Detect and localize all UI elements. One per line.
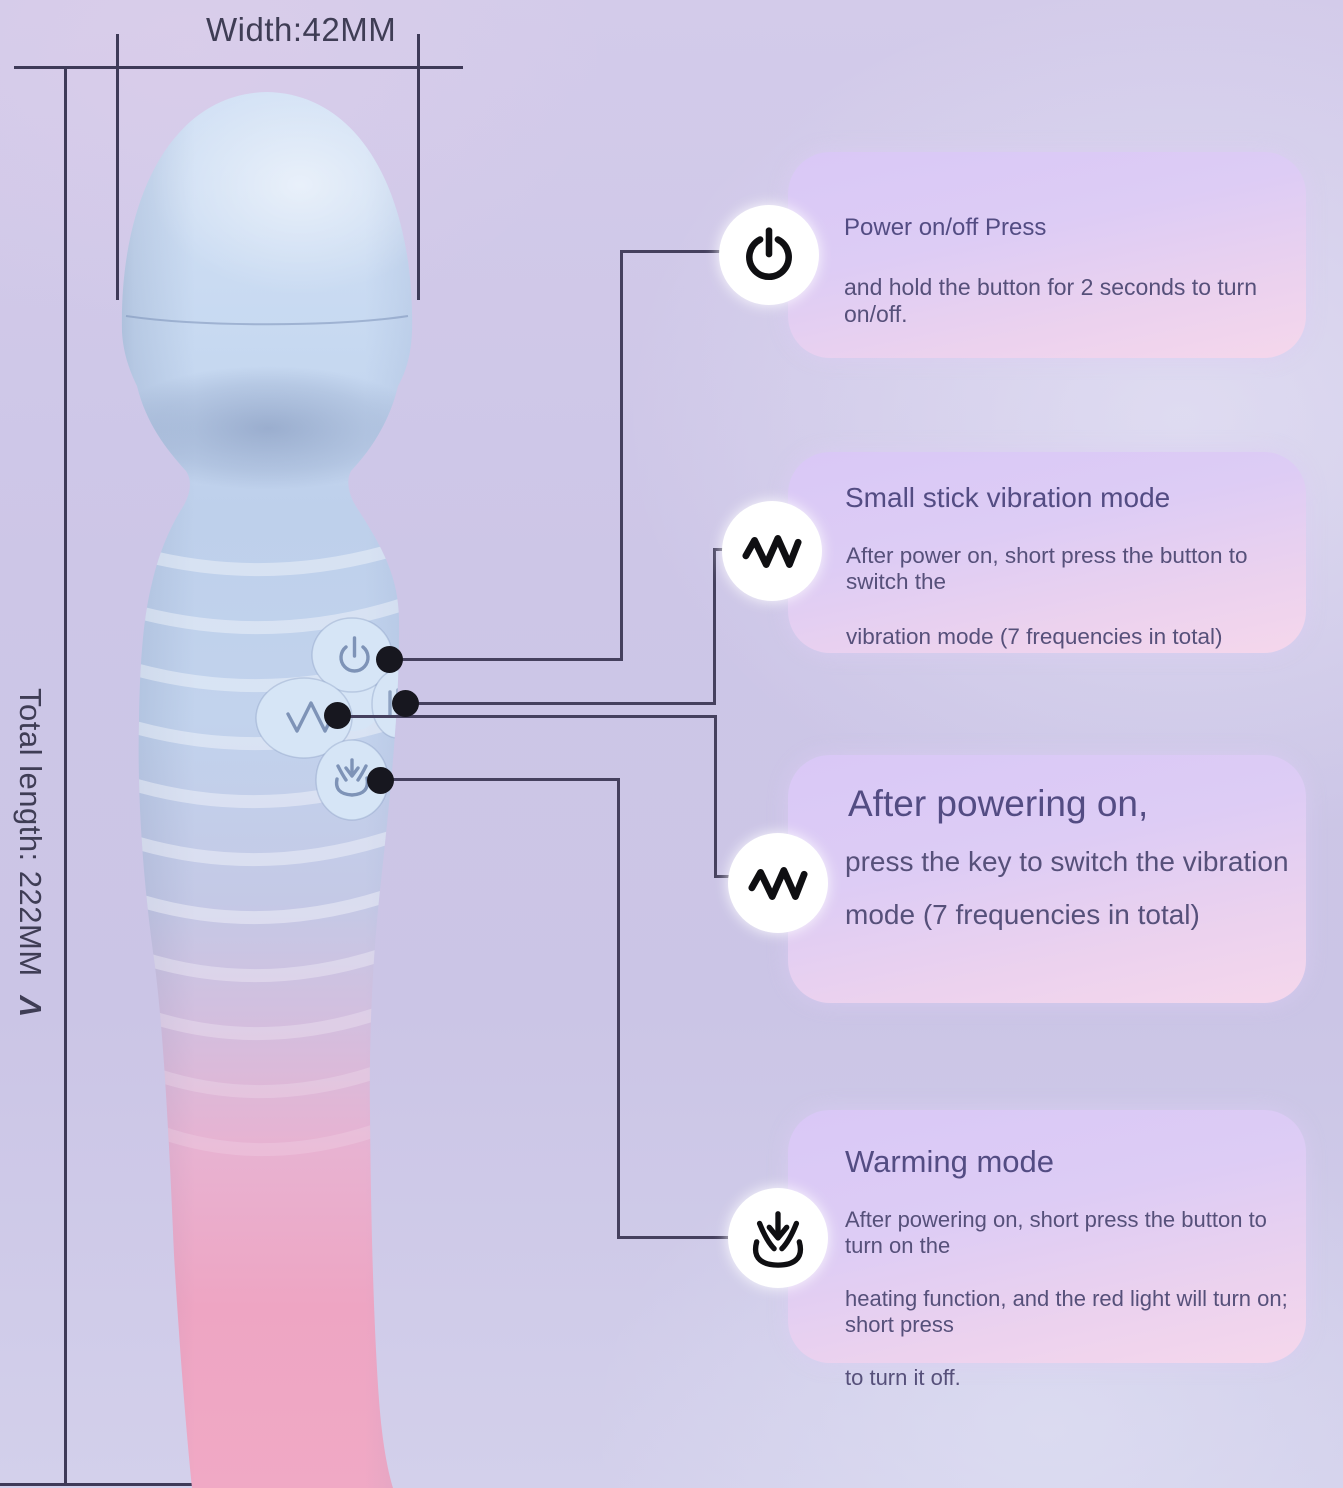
connector-vib-main-v [714,715,717,878]
connector-vib-main-h2 [714,875,732,878]
width-dimension-line [14,66,463,69]
heat-icon-circle [728,1188,828,1288]
vibration-wave-icon [748,867,808,900]
callout-vibration-main-line: mode (7 frequencies in total) [845,899,1200,930]
connector-warming-h2 [617,1236,731,1239]
callout-warming-line: to turn it off. [845,1365,961,1390]
length-end-mark: Λ [13,995,48,1013]
power-icon [746,227,792,280]
length-label: Total length: 222MM Λ [12,688,48,1012]
vibration-wave-icon-circle [728,833,828,933]
mode-button-dot [392,690,419,717]
vibration-button-dot [324,702,351,729]
length-tick-bottom [0,1483,300,1486]
vibration-wave-icon [742,535,802,568]
head-seam [125,315,409,326]
wand-massager-device [121,92,413,1488]
callout-warming: Warming mode After powering on, short pr… [788,1110,1306,1390]
connector-warming-v [617,778,620,1239]
power-button-dot [376,646,403,673]
under-head-shadow [121,366,413,490]
warming-button-dot [367,767,394,794]
width-label: Width:42MM [206,11,397,48]
vibration-wave-icon-circle [722,501,822,601]
width-tick-left [116,34,119,300]
callout-vibration-main-line: press the key to switch the vibration [845,846,1289,877]
callout-vibration-small-line: After power on, short press the button t… [846,543,1248,594]
connector-vib-main-h1 [338,715,717,718]
connector-warming-h1 [381,778,620,781]
connector-vib-small-h1 [404,702,716,705]
heat-icon [752,1211,804,1268]
callout-vibration-main-title: After powering on, [848,783,1149,824]
length-label-text: Total length: 222MM [13,688,48,977]
connector-vib-small-v [713,548,716,705]
connector-power-h1 [390,658,622,661]
callout-vibration-small-line: vibration mode (7 frequencies in total) [846,624,1223,649]
callout-power-line: and hold the button for 2 seconds to tur… [844,274,1258,327]
power-glyph [339,636,370,673]
callout-power: Power on/off Press and hold the button f… [788,152,1306,358]
connector-power-v [620,250,623,661]
length-dimension-line [64,66,67,1485]
connector-power-h2 [620,250,724,253]
callout-power-title: Power on/off Press [844,214,1047,241]
head-highlight [150,92,413,295]
callout-vibration-main: After powering on, press the key to swit… [788,755,1306,1003]
callout-warming-title: Warming mode [845,1144,1055,1179]
callout-vibration-small: Small stick vibration mode After power o… [788,452,1306,653]
callout-warming-line: heating function, and the red light will… [845,1286,1288,1337]
connector-vib-small-h2 [713,548,727,551]
power-icon-circle [719,205,819,305]
callout-vibration-small-title: Small stick vibration mode [845,482,1171,513]
warming-glyph [334,758,370,797]
width-tick-right [417,34,420,300]
callout-warming-line: After powering on, short press the butto… [845,1207,1267,1258]
